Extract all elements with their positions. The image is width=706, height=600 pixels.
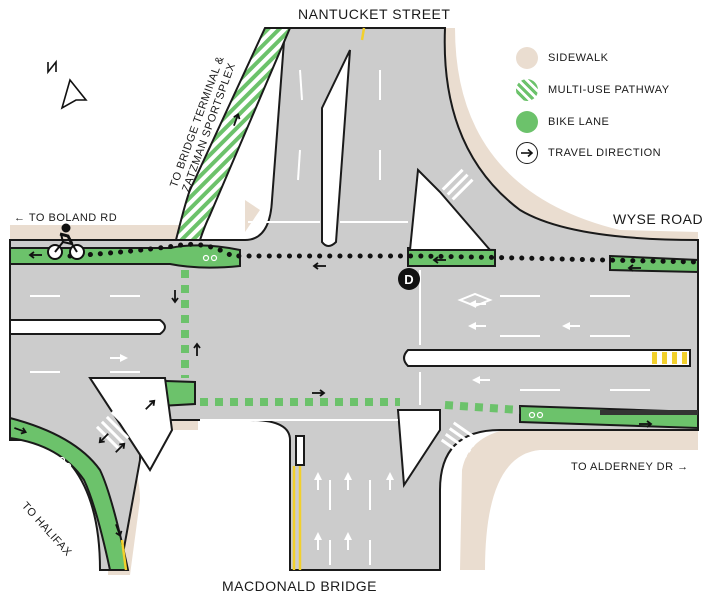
travel-arrow-icon [521, 148, 534, 158]
travel-arrow-icon [171, 290, 179, 304]
legend-item-multi-use-pathway: MULTI-USE PATHWAY [516, 79, 670, 101]
lane-markings [30, 69, 650, 565]
bike-crossing-markings [181, 270, 521, 414]
crosswalk-southwest [95, 410, 135, 450]
travel-arrow-icon [432, 256, 446, 264]
road-surface [9, 27, 699, 571]
travel-arrow-icon [115, 442, 126, 453]
travel-direction-swatch [516, 142, 538, 164]
travel-arrow-icon [193, 342, 201, 356]
center-lines [120, 27, 366, 571]
travel-arrow-icon [28, 251, 42, 259]
travel-arrow-icon [14, 427, 28, 435]
street-label-east: WYSE ROAD [613, 211, 704, 227]
travel-arrow-icon [627, 264, 641, 272]
diamond-marking [457, 292, 493, 308]
street-label-south: MACDONALD BRIDGE [222, 578, 378, 594]
legend-item-travel-direction: TRAVEL DIRECTION [516, 142, 661, 164]
travel-arrow-icon [98, 433, 109, 444]
traffic-islands [9, 49, 691, 488]
legend-item-bike-lane: BIKE LANE [516, 111, 609, 133]
travel-arrow-icon [115, 524, 123, 538]
legend-label: TRAVEL DIRECTION [548, 147, 662, 159]
bike-lane-swatch [516, 111, 538, 133]
travel-arrow-icon [312, 262, 326, 270]
cyclist-icon [47, 223, 85, 260]
bike-lane-symbols [58, 254, 544, 470]
street-label-north: NANTUCKET STREET [298, 6, 451, 22]
destination-east: TO ALDERNEY DR → [571, 461, 689, 473]
bridge-barrier [600, 410, 698, 415]
multi-use-pathway [174, 27, 292, 241]
crosswalk-southeast [440, 421, 480, 459]
legend-label: SIDEWALK [548, 52, 609, 64]
destination-west: ← TO BOLAND RD [14, 212, 118, 224]
detour-marker-label: D [404, 271, 414, 287]
sidewalk-swatch [516, 47, 538, 69]
detour-marker: D [398, 268, 420, 290]
multi-use-pathway-swatch [516, 79, 538, 101]
north-arrow-icon [47, 59, 88, 110]
legend-item-sidewalk: SIDEWALK [516, 47, 608, 69]
lane-direction-arrows [110, 300, 580, 550]
travel-arrow-icon [233, 112, 241, 126]
travel-arrow-icon [639, 420, 653, 428]
detour-route [67, 241, 701, 265]
crosswalk-north [441, 168, 474, 201]
travel-arrow-icon [145, 399, 156, 410]
travel-arrow-icon [312, 389, 326, 397]
travel-arrows [14, 112, 653, 538]
legend-label: BIKE LANE [548, 116, 610, 128]
legend-label: MULTI-USE PATHWAY [548, 84, 670, 96]
yellow-hatch [652, 352, 687, 364]
